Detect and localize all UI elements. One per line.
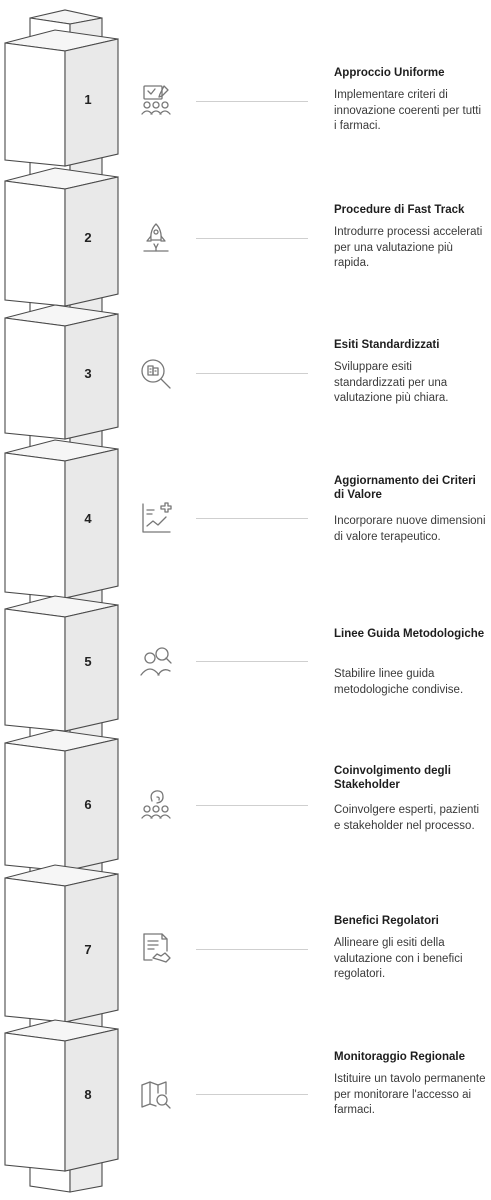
step-title: Aggiornamento dei Criteri di Valore xyxy=(334,475,476,501)
step-number: 2 xyxy=(84,230,92,245)
step-title: Linee Guida Metodologiche xyxy=(334,628,485,640)
block-3-right-face xyxy=(64,313,119,440)
block-6-right-face xyxy=(64,738,119,872)
block-8-left-face xyxy=(4,1032,66,1172)
step-title: Benefici Regolatori xyxy=(334,915,439,927)
block-3-left-face xyxy=(4,317,66,440)
step-number: 8 xyxy=(84,1087,92,1102)
block-1-right-face xyxy=(64,38,119,167)
step-number: 1 xyxy=(84,92,92,107)
step-description: Stabilire linee guida metodologiche cond… xyxy=(334,668,464,696)
step-title: Coinvolgimento degli Stakeholder xyxy=(334,765,451,791)
block-5-left-face xyxy=(4,608,66,732)
block-5-right-face xyxy=(64,604,119,732)
step-number: 7 xyxy=(84,942,92,957)
chart-plus-icon xyxy=(138,500,174,536)
connector-line xyxy=(196,1094,308,1095)
block-2-left-face xyxy=(4,180,66,307)
step-title: Monitoraggio Regionale xyxy=(334,1051,465,1063)
step-description: Introdurre processi accelerati per una v… xyxy=(334,226,483,269)
block-1-left-face xyxy=(4,42,66,167)
step-number: 3 xyxy=(84,366,92,381)
magnifier-document-icon xyxy=(138,356,174,392)
contract-handshake-icon xyxy=(138,931,174,967)
connector-line xyxy=(196,805,308,806)
rocket-launch-icon xyxy=(138,220,174,256)
step-number: 4 xyxy=(84,511,92,526)
block-6-left-face xyxy=(4,742,66,872)
step-description: Coinvolgere esperti, pazienti e stakehol… xyxy=(334,804,480,832)
block-8-right-face xyxy=(64,1028,119,1172)
step-description: Istituire un tavolo permanente per monit… xyxy=(334,1073,486,1116)
step-description: Sviluppare esiti standardizzati per una … xyxy=(334,361,449,404)
step-description: Incorporare nuove dimensioni di valore t… xyxy=(334,515,486,543)
block-4-right-face xyxy=(64,448,119,599)
step-description: Implementare criteri di innovazione coer… xyxy=(334,89,482,132)
block-2-right-face xyxy=(64,176,119,307)
step-number: 5 xyxy=(84,654,92,669)
step-title: Approccio Uniforme xyxy=(334,67,445,79)
group-engagement-icon xyxy=(138,787,174,823)
team-ideas-icon xyxy=(138,82,174,118)
connector-line xyxy=(196,949,308,950)
step-description: Allineare gli esiti della valutazione co… xyxy=(334,937,463,980)
step-number: 6 xyxy=(84,797,92,812)
block-7-left-face xyxy=(4,877,66,1023)
connector-line xyxy=(196,373,308,374)
connector-line xyxy=(196,238,308,239)
step-title: Procedure di Fast Track xyxy=(334,204,465,216)
connector-line xyxy=(196,101,308,102)
connector-line xyxy=(196,661,308,662)
connector-line xyxy=(196,518,308,519)
map-search-icon xyxy=(138,1077,174,1113)
people-search-icon xyxy=(138,644,174,680)
block-4-left-face xyxy=(4,452,66,599)
block-7-right-face xyxy=(64,873,119,1023)
step-title: Esiti Standardizzati xyxy=(334,339,440,351)
